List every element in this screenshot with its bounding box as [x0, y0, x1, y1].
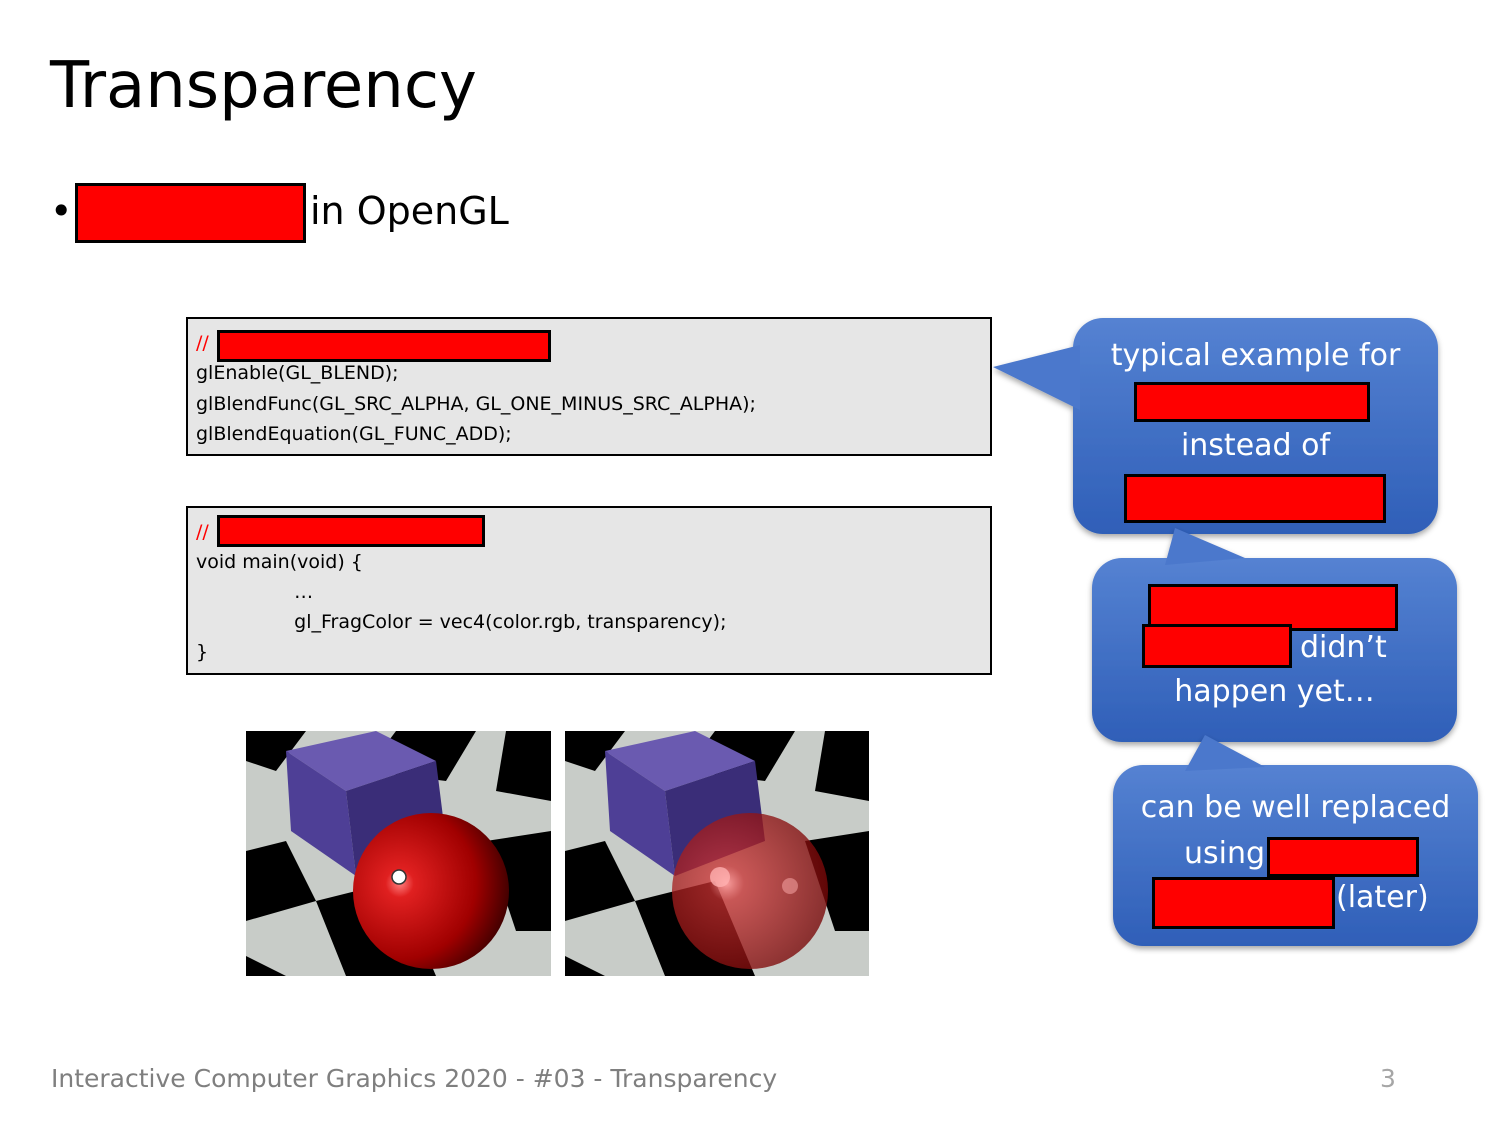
- bullet-text: in OpenGL: [310, 189, 509, 233]
- redaction-code-comment-1: [217, 330, 551, 362]
- code-comment: //: [196, 332, 209, 354]
- redaction-code-comment-2: [217, 515, 485, 547]
- code-line: void main(void) {: [196, 551, 363, 573]
- callout-3-line1: can be well replaced: [1140, 790, 1451, 825]
- callout-2-line1: didn’t: [1300, 630, 1387, 665]
- code-line: …: [270, 581, 314, 603]
- callout-3-line3: (later): [1336, 880, 1429, 915]
- code-line: glEnable(GL_BLEND);: [196, 362, 399, 384]
- code-comment: //: [196, 521, 209, 543]
- callout-3-line2: using: [1184, 836, 1266, 871]
- code-line: gl_FragColor = vec4(color.rgb, transpare…: [270, 611, 727, 633]
- slide-footer: Interactive Computer Graphics 2020 - #03…: [51, 1064, 778, 1093]
- opaque-sphere-render: [246, 731, 551, 976]
- callout-2-line2: happen yet…: [1174, 674, 1375, 709]
- page-number: 3: [1380, 1064, 1396, 1093]
- code-block-blending: // glEnable(GL_BLEND); glBlendFunc(GL_SR…: [186, 317, 992, 456]
- transparent-sphere-render: [565, 731, 869, 976]
- code-line: glBlendFunc(GL_SRC_ALPHA, GL_ONE_MINUS_S…: [196, 393, 756, 415]
- redaction-callout-3b: [1152, 877, 1335, 929]
- callout-1-line1: typical example for: [1110, 338, 1401, 373]
- redaction-callout-2b: [1142, 624, 1292, 668]
- redaction-callout-3a: [1267, 837, 1419, 877]
- redaction-callout-1b: [1124, 474, 1386, 523]
- callout-1-line2: instead of: [1180, 428, 1331, 463]
- code-line: }: [196, 641, 209, 663]
- redaction-bullet: [75, 183, 306, 243]
- bullet-marker: •: [50, 189, 73, 233]
- slide-title: Transparency: [50, 49, 477, 123]
- code-line: glBlendEquation(GL_FUNC_ADD);: [196, 423, 512, 445]
- redaction-callout-1a: [1134, 382, 1370, 422]
